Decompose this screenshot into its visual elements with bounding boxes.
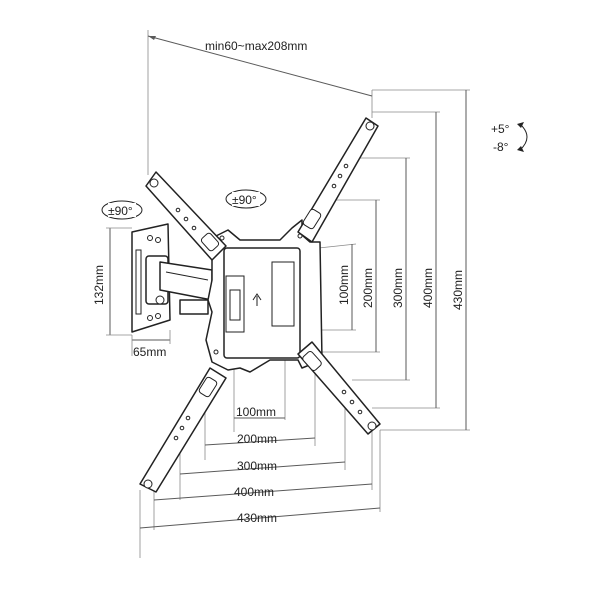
arm-swivel-indicator: ±90° <box>225 189 267 209</box>
tilt-down-label: -8° <box>493 140 509 154</box>
arm-top-left <box>145 171 227 261</box>
arm-top-right <box>297 117 379 243</box>
wall-plate-dimensions: 132mm 65mm <box>92 227 171 359</box>
vesa-horizontal-dimensions: 100mm 200mm 300mm 400mm 430mm <box>139 360 381 558</box>
arm-swivel-arrow-icon <box>225 189 267 209</box>
tilt-arrow-icon <box>519 123 528 151</box>
center-bracket <box>205 219 323 373</box>
plate-width-label: 65mm <box>133 345 166 359</box>
vesa-v-430-label: 430mm <box>451 270 465 310</box>
arm-swivel-label: ±90° <box>232 193 257 207</box>
vesa-h-100-label: 100mm <box>236 405 276 419</box>
vesa-v-100-label: 100mm <box>337 265 351 305</box>
plate-height-label: 132mm <box>92 265 106 305</box>
vesa-v-300-label: 300mm <box>391 268 405 308</box>
arm-bottom-left <box>139 367 227 493</box>
up-arrow-icon <box>252 293 262 306</box>
wall-swivel-arrow-icon <box>101 200 143 220</box>
wall-swivel-label: ±90° <box>108 204 133 218</box>
vesa-v-400-label: 400mm <box>421 268 435 308</box>
tilt-up-label: +5° <box>491 122 510 136</box>
arm-extension-dimension: min60~max208mm <box>147 30 373 175</box>
arm-bottom-right <box>297 341 381 435</box>
arm-extension-label: min60~max208mm <box>205 39 307 53</box>
vesa-h-400-label: 400mm <box>234 485 274 499</box>
vesa-h-200-label: 200mm <box>237 432 277 446</box>
wall-swivel-indicator: ±90° <box>101 200 143 220</box>
swing-arm <box>155 261 213 315</box>
tilt-indicator: +5° -8° <box>491 122 528 154</box>
vesa-v-200-label: 200mm <box>361 268 375 308</box>
vesa-h-430-label: 430mm <box>237 511 277 525</box>
vesa-h-300-label: 300mm <box>237 459 277 473</box>
